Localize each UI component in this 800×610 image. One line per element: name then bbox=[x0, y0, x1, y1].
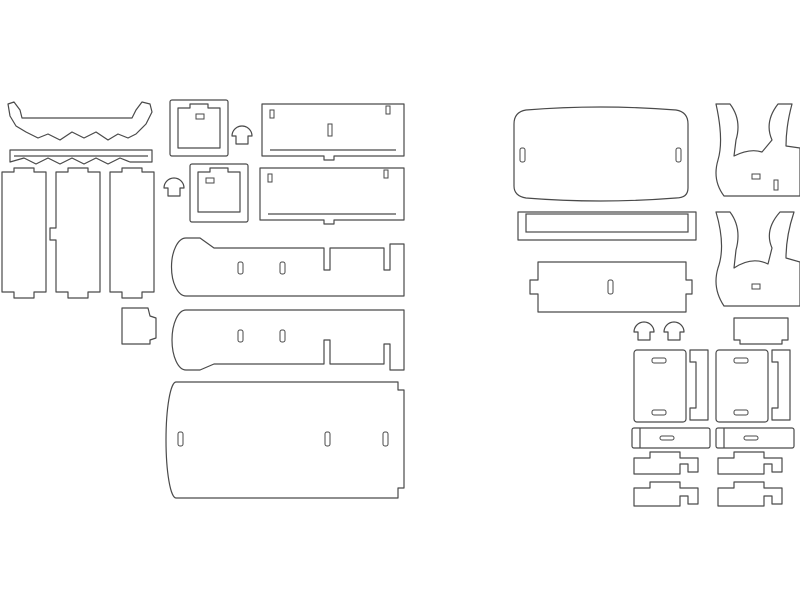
tall-panel-1 bbox=[1, 167, 47, 299]
slot-strip-2-slot-a bbox=[743, 435, 759, 441]
slotted-board-top-slot-1 bbox=[269, 109, 275, 119]
tag-panel-2 bbox=[715, 349, 769, 423]
square-frame-bottom-slot bbox=[205, 177, 215, 184]
left-group bbox=[1, 99, 405, 499]
large-rounded-panel bbox=[513, 106, 689, 202]
tag-strip-1 bbox=[689, 349, 709, 421]
hook-clip-3 bbox=[633, 481, 699, 507]
mushroom-piece-4 bbox=[663, 321, 685, 341]
wave-top-piece bbox=[7, 101, 153, 141]
square-frame-top-slot bbox=[195, 113, 205, 120]
mushroom-piece-2 bbox=[163, 177, 185, 197]
tag-panel-2-slot-top bbox=[733, 357, 749, 364]
large-base-board-slot-2 bbox=[324, 431, 331, 447]
long-beam-2-slot-1 bbox=[237, 329, 244, 343]
slotted-board-top-slot-2 bbox=[385, 105, 391, 115]
large-base-board bbox=[165, 381, 405, 499]
lyre-piece-2 bbox=[715, 211, 800, 307]
slotted-board-mid bbox=[259, 167, 405, 225]
tag-strip-2 bbox=[771, 349, 791, 421]
square-frame-top-inner bbox=[177, 103, 221, 149]
tag-panel-1 bbox=[633, 349, 687, 423]
slotted-board-top-slot-3 bbox=[327, 123, 333, 137]
tag-panel-2-slot-bottom bbox=[733, 409, 749, 416]
small-cap-piece bbox=[121, 307, 157, 345]
tag-panel-1-slot-top bbox=[651, 357, 667, 364]
tall-panel-2 bbox=[49, 167, 101, 299]
tall-panel-3 bbox=[109, 167, 155, 299]
slotted-board-top bbox=[261, 103, 405, 161]
right-group bbox=[513, 103, 800, 507]
square-frame-bottom-inner bbox=[197, 167, 241, 213]
long-beam-1-slot-1 bbox=[237, 261, 244, 275]
slot-strip-1-slot-a bbox=[659, 435, 675, 441]
lyre-piece-1-slot bbox=[751, 173, 761, 180]
wave-strip-piece bbox=[9, 149, 153, 165]
large-base-board-slot-3 bbox=[382, 431, 389, 447]
long-beam-2 bbox=[171, 309, 405, 371]
hook-clip-4 bbox=[717, 481, 783, 507]
thin-bar bbox=[517, 211, 697, 241]
large-base-board-slot-1 bbox=[177, 431, 184, 447]
lyre-piece-2-slot bbox=[751, 283, 761, 290]
slotted-plank-slot bbox=[607, 279, 614, 295]
small-block bbox=[733, 317, 789, 345]
large-rounded-panel-slot-1 bbox=[519, 147, 526, 163]
lyre-piece-1-notch bbox=[773, 179, 779, 191]
slotted-board-mid-slot-1 bbox=[267, 173, 273, 183]
long-beam-1-slot-2 bbox=[279, 261, 286, 275]
hook-clip-2 bbox=[717, 451, 783, 475]
hook-clip-1 bbox=[633, 451, 699, 475]
long-beam-2-slot-2 bbox=[279, 329, 286, 343]
lyre-piece-1 bbox=[715, 103, 800, 197]
mushroom-piece-3 bbox=[633, 321, 655, 341]
thin-bar-inner bbox=[525, 213, 689, 233]
long-beam-1 bbox=[170, 237, 405, 297]
tag-panel-1-slot-bottom bbox=[651, 409, 667, 416]
large-rounded-panel-slot-2 bbox=[675, 147, 682, 163]
slotted-board-mid-slot-2 bbox=[383, 169, 389, 179]
mushroom-piece-1 bbox=[231, 125, 253, 145]
